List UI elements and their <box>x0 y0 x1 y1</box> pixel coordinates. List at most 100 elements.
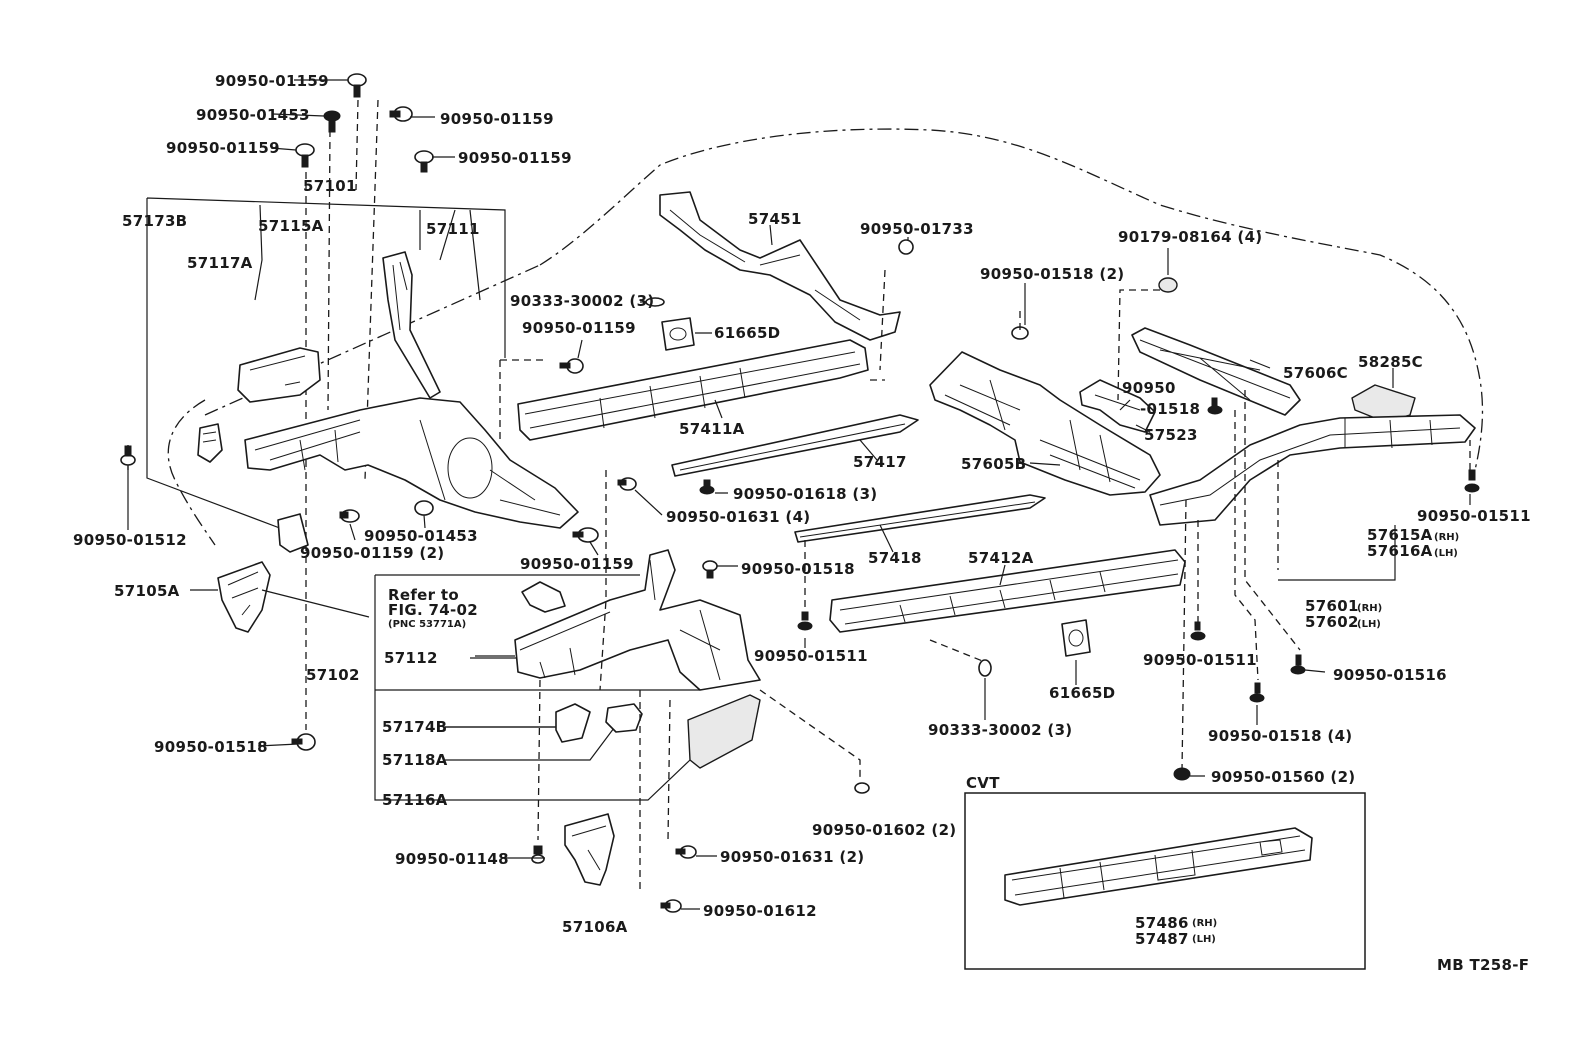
part-57106A <box>564 813 615 886</box>
label-57601: 57601 <box>1305 597 1359 615</box>
label-90179-08164: 90179-08164 (4) <box>1118 228 1262 246</box>
label-90950-01159-2: 90950-01159 (2) <box>300 544 444 562</box>
label-90950-01453-a: 90950-01453 <box>196 106 310 124</box>
part-57101-detail <box>254 419 561 516</box>
label-90950-01511-a: 90950-01511 <box>754 647 868 665</box>
clip-icon-f <box>120 445 136 466</box>
label-90950-01602: 90950-01602 (2) <box>812 821 956 839</box>
label-57117A: 57117A <box>187 254 253 272</box>
label-ref-line1: Refer to <box>388 586 459 604</box>
label-90950-01618: 90950-01618 (3) <box>733 485 877 503</box>
clip-icon-y <box>1190 621 1206 641</box>
clip-icon-q <box>559 358 584 374</box>
diagram-code: MB T258-F <box>1437 956 1529 974</box>
label-57451: 57451 <box>748 210 802 228</box>
part-57451 <box>659 191 901 341</box>
label-01518-e: -01518 <box>1140 400 1200 418</box>
label-90950-01518-d: 90950-01518 (4) <box>1208 727 1352 745</box>
label-90950-01159-d: 90950-01159 <box>458 149 572 167</box>
label-58285C: 58285C <box>1358 353 1423 371</box>
part-57111-detail <box>392 261 408 331</box>
label-ref-line3: (PNC 53771A) <box>388 619 466 630</box>
label-cvt-title: CVT <box>966 774 1000 792</box>
part-57605B <box>929 351 1161 496</box>
label-90950-01159-a: 90950-01159 <box>215 72 329 90</box>
label-57606C: 57606C <box>1283 364 1348 382</box>
part-61665D-b-hole <box>1068 629 1084 647</box>
part-57115A-detail <box>249 355 306 386</box>
label-57615A-rh: (RH) <box>1434 532 1459 543</box>
label-61665D-b: 61665D <box>1049 684 1115 702</box>
label-90950-01518-b: 90950-01518 <box>741 560 855 578</box>
clip-icon-m <box>854 782 870 794</box>
clip-icon-h <box>414 500 434 516</box>
label-57487: 57487 <box>1135 930 1189 948</box>
part-57451-detail <box>669 209 861 321</box>
part-57116A <box>687 694 761 769</box>
part-57117A <box>197 423 223 463</box>
label-57616A-lh: (LH) <box>1434 548 1458 559</box>
clip-icon-g <box>339 509 360 523</box>
part-57111 <box>382 251 441 399</box>
label-90950-01733: 90950-01733 <box>860 220 974 238</box>
label-57486-rh: (RH) <box>1192 918 1217 929</box>
part-57486 <box>1004 827 1313 906</box>
label-57411A: 57411A <box>679 420 745 438</box>
guides-right <box>1019 289 1471 771</box>
part-57605B-detail <box>944 379 1141 489</box>
part-57118A <box>605 703 643 733</box>
clip-icon-j <box>291 733 316 751</box>
clip-icon-x <box>1464 469 1480 493</box>
label-90333-30002-b: 90333-30002 (3) <box>928 721 1072 739</box>
label-90950-01453-b: 90950-01453 <box>364 527 478 545</box>
leaders-center <box>445 489 738 910</box>
label-57602: 57602 <box>1305 613 1359 631</box>
part-57411A <box>517 339 869 441</box>
part-57101 <box>244 397 579 529</box>
label-90950-01159-b: 90950-01159 <box>440 110 554 128</box>
clip-icon-s <box>699 479 715 495</box>
leaders-left <box>127 79 599 747</box>
label-57173B: 57173B <box>122 212 187 230</box>
label-57101: 57101 <box>303 177 357 195</box>
vehicle-silhouette-outline <box>167 128 1484 546</box>
label-57112: 57112 <box>384 649 438 667</box>
label-57605B: 57605B <box>961 455 1026 473</box>
label-90333-30002-a: 90333-30002 (3) <box>510 292 654 310</box>
label-57412A: 57412A <box>968 549 1034 567</box>
label-57616A: 57616A <box>1367 542 1433 560</box>
part-57105A <box>217 561 271 633</box>
label-90950-01518-c: 90950-01518 (2) <box>980 265 1124 283</box>
clip-icon-r <box>898 239 914 255</box>
part-57173B <box>277 513 309 553</box>
label-ref-line2: FIG. 74-02 <box>388 601 478 619</box>
part-57523-detail <box>1094 394 1141 411</box>
part-57523 <box>1079 379 1156 433</box>
clip-icon-u <box>1158 277 1178 293</box>
clip-icon-d <box>295 143 315 168</box>
label-61665D-a: 61665D <box>714 324 780 342</box>
clip-icon-z <box>1290 654 1306 675</box>
part-57606C-detail <box>1139 339 1291 401</box>
part-57417 <box>671 414 919 477</box>
part-57117A-detail <box>202 431 217 443</box>
part-57615A-detail <box>1159 418 1461 506</box>
label-57486: 57486 <box>1135 914 1189 932</box>
leaders-right <box>1024 248 1471 777</box>
label-57601-rh: (RH) <box>1357 603 1382 614</box>
part-57105A-detail <box>227 571 259 616</box>
label-90950-01159-c: 90950-01159 <box>166 139 280 157</box>
cvt-inset-box <box>964 792 1366 970</box>
part-57412A-detail <box>839 559 1179 625</box>
leaders-center-upper <box>577 224 1077 720</box>
label-90950-01511-b: 90950-01511 <box>1143 651 1257 669</box>
clip-icon-k <box>617 477 637 491</box>
label-57602-lh: (LH) <box>1357 619 1381 630</box>
label-90950-01159-f: 90950-01159 <box>522 319 636 337</box>
clip-icon-i <box>572 527 599 543</box>
clip-icon-c <box>389 106 413 122</box>
part-57174B <box>555 703 591 743</box>
part-57418 <box>794 494 1046 543</box>
label-57615A: 57615A <box>1367 526 1433 544</box>
